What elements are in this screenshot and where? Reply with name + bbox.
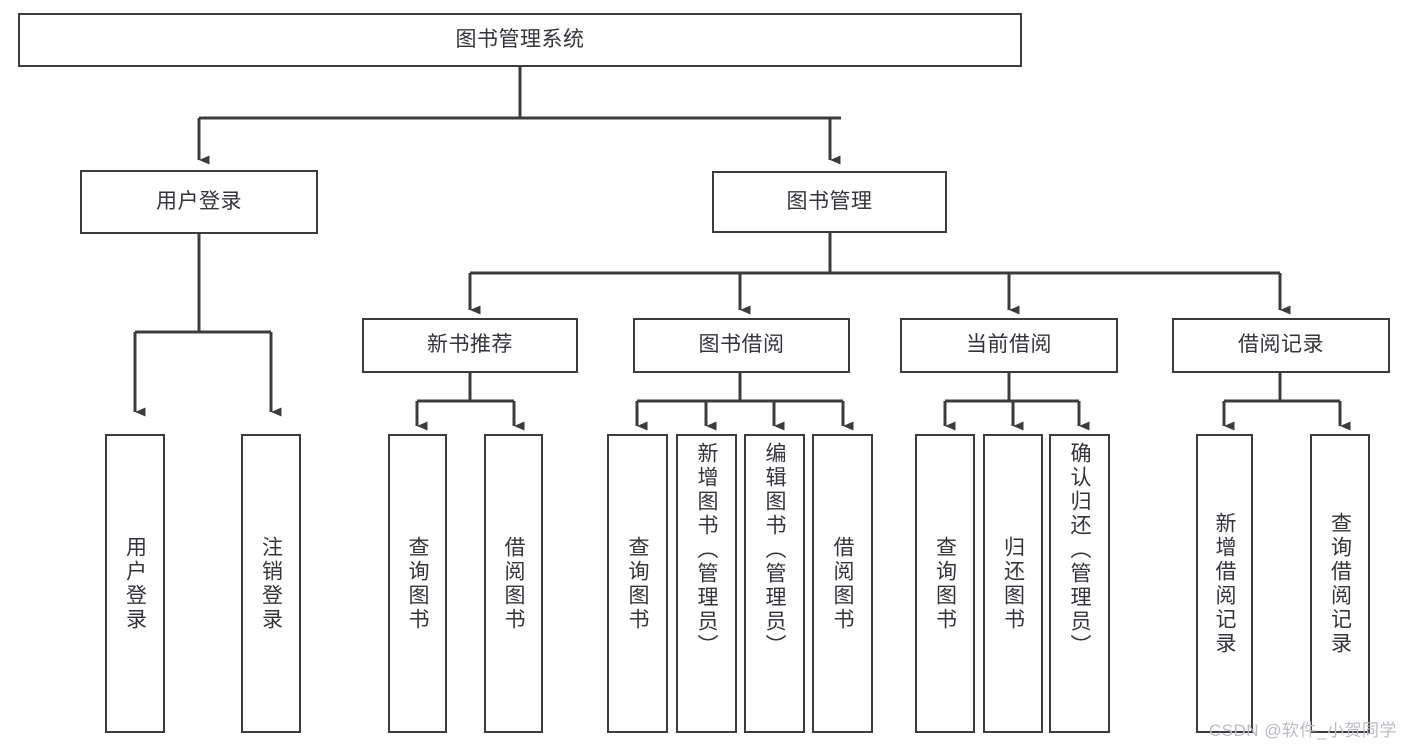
node-book-borrow[interactable]: 图书借阅 xyxy=(633,318,850,373)
node-current-borrow-label: 当前借阅 xyxy=(966,333,1052,357)
watermark: CSDN @软件_小贺同学 xyxy=(1208,721,1397,740)
node-leaf-add-book-admin[interactable]: 新增图书（管理员） xyxy=(676,434,737,733)
node-leaf-logout-login[interactable]: 注销登录 xyxy=(241,434,301,733)
node-leaf-query-book-1-label: 查询图书 xyxy=(406,535,429,632)
node-leaf-query-borrow-record[interactable]: 查询借阅记录 xyxy=(1310,434,1370,733)
node-leaf-user-login-label: 用户登录 xyxy=(123,535,147,632)
node-leaf-return-book-label: 归还图书 xyxy=(1001,535,1025,632)
node-leaf-confirm-return-admin[interactable]: 确认归还（管理员） xyxy=(1049,434,1110,733)
node-root[interactable]: 图书管理系统 xyxy=(18,13,1022,67)
node-leaf-logout-login-label: 注销登录 xyxy=(259,535,283,632)
node-current-borrow[interactable]: 当前借阅 xyxy=(900,318,1118,373)
node-leaf-query-book-2[interactable]: 查询图书 xyxy=(607,434,668,733)
node-leaf-add-book-admin-label: 新增图书（管理员） xyxy=(695,442,718,658)
node-leaf-borrow-book-1-label: 借阅图书 xyxy=(502,535,525,632)
node-book-borrow-label: 图书借阅 xyxy=(698,333,785,357)
node-new-book-recommend[interactable]: 新书推荐 xyxy=(362,318,578,373)
node-borrow-record[interactable]: 借阅记录 xyxy=(1172,318,1390,373)
node-leaf-edit-book-admin-label: 编辑图书（管理员） xyxy=(763,442,786,658)
node-root-label: 图书管理系统 xyxy=(455,27,585,51)
node-leaf-borrow-book-1[interactable]: 借阅图书 xyxy=(484,434,543,733)
node-leaf-query-borrow-record-label: 查询借阅记录 xyxy=(1328,511,1352,656)
node-leaf-query-book-3-label: 查询图书 xyxy=(933,535,957,632)
node-leaf-query-book-1[interactable]: 查询图书 xyxy=(388,434,447,733)
node-leaf-add-borrow-record-label: 新增借阅记录 xyxy=(1213,511,1236,656)
node-leaf-confirm-return-admin-label: 确认归还（管理员） xyxy=(1068,442,1091,658)
node-book-management-label: 图书管理 xyxy=(786,189,873,213)
node-leaf-user-login[interactable]: 用户登录 xyxy=(105,434,165,733)
node-leaf-borrow-book-2-label: 借阅图书 xyxy=(831,535,854,632)
node-leaf-query-book-3[interactable]: 查询图书 xyxy=(915,434,975,733)
node-user-login[interactable]: 用户登录 xyxy=(80,170,318,234)
node-leaf-edit-book-admin[interactable]: 编辑图书（管理员） xyxy=(744,434,805,733)
node-borrow-record-label: 借阅记录 xyxy=(1238,333,1324,357)
node-user-login-label: 用户登录 xyxy=(156,189,242,213)
node-leaf-return-book[interactable]: 归还图书 xyxy=(983,434,1043,733)
node-leaf-add-borrow-record[interactable]: 新增借阅记录 xyxy=(1196,434,1253,733)
node-book-management[interactable]: 图书管理 xyxy=(712,171,947,233)
node-new-book-recommend-label: 新书推荐 xyxy=(427,333,513,357)
node-leaf-query-book-2-label: 查询图书 xyxy=(626,535,649,632)
node-leaf-borrow-book-2[interactable]: 借阅图书 xyxy=(812,434,873,733)
